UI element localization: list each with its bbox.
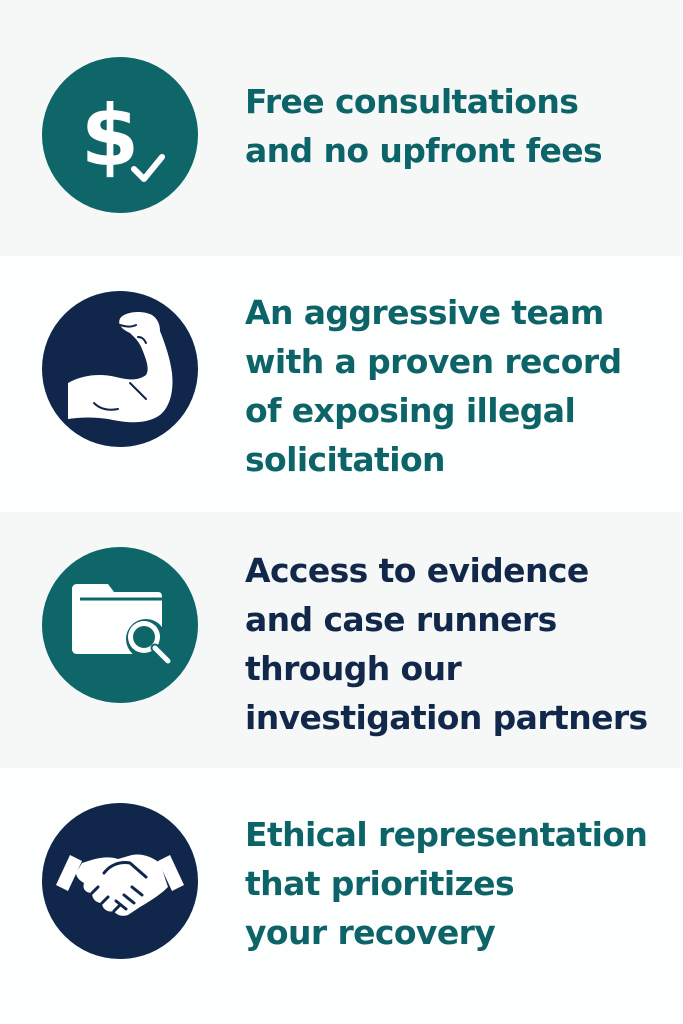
feature-text: Free consultations and no upfront fees bbox=[245, 82, 603, 170]
folder-search-icon bbox=[42, 547, 198, 703]
feature-text: Access to evidence and case runners thro… bbox=[245, 551, 648, 737]
handshake-icon bbox=[42, 803, 198, 959]
feature-text: An aggressive team with a proven record … bbox=[245, 293, 622, 479]
feature-evidence-access: Access to evidence and case runners thro… bbox=[0, 512, 683, 768]
feature-text: Ethical representation that prioritizes … bbox=[245, 815, 648, 952]
dollar-check-icon: $ bbox=[42, 57, 198, 213]
feature-aggressive-team: An aggressive team with a proven record … bbox=[0, 256, 683, 512]
feature-free-consultations: $ Free consultations and no upfront fees bbox=[0, 0, 683, 256]
svg-text:$: $ bbox=[81, 87, 139, 185]
flexed-bicep-icon bbox=[42, 291, 198, 447]
feature-ethical-representation: Ethical representation that prioritizes … bbox=[0, 768, 683, 1024]
